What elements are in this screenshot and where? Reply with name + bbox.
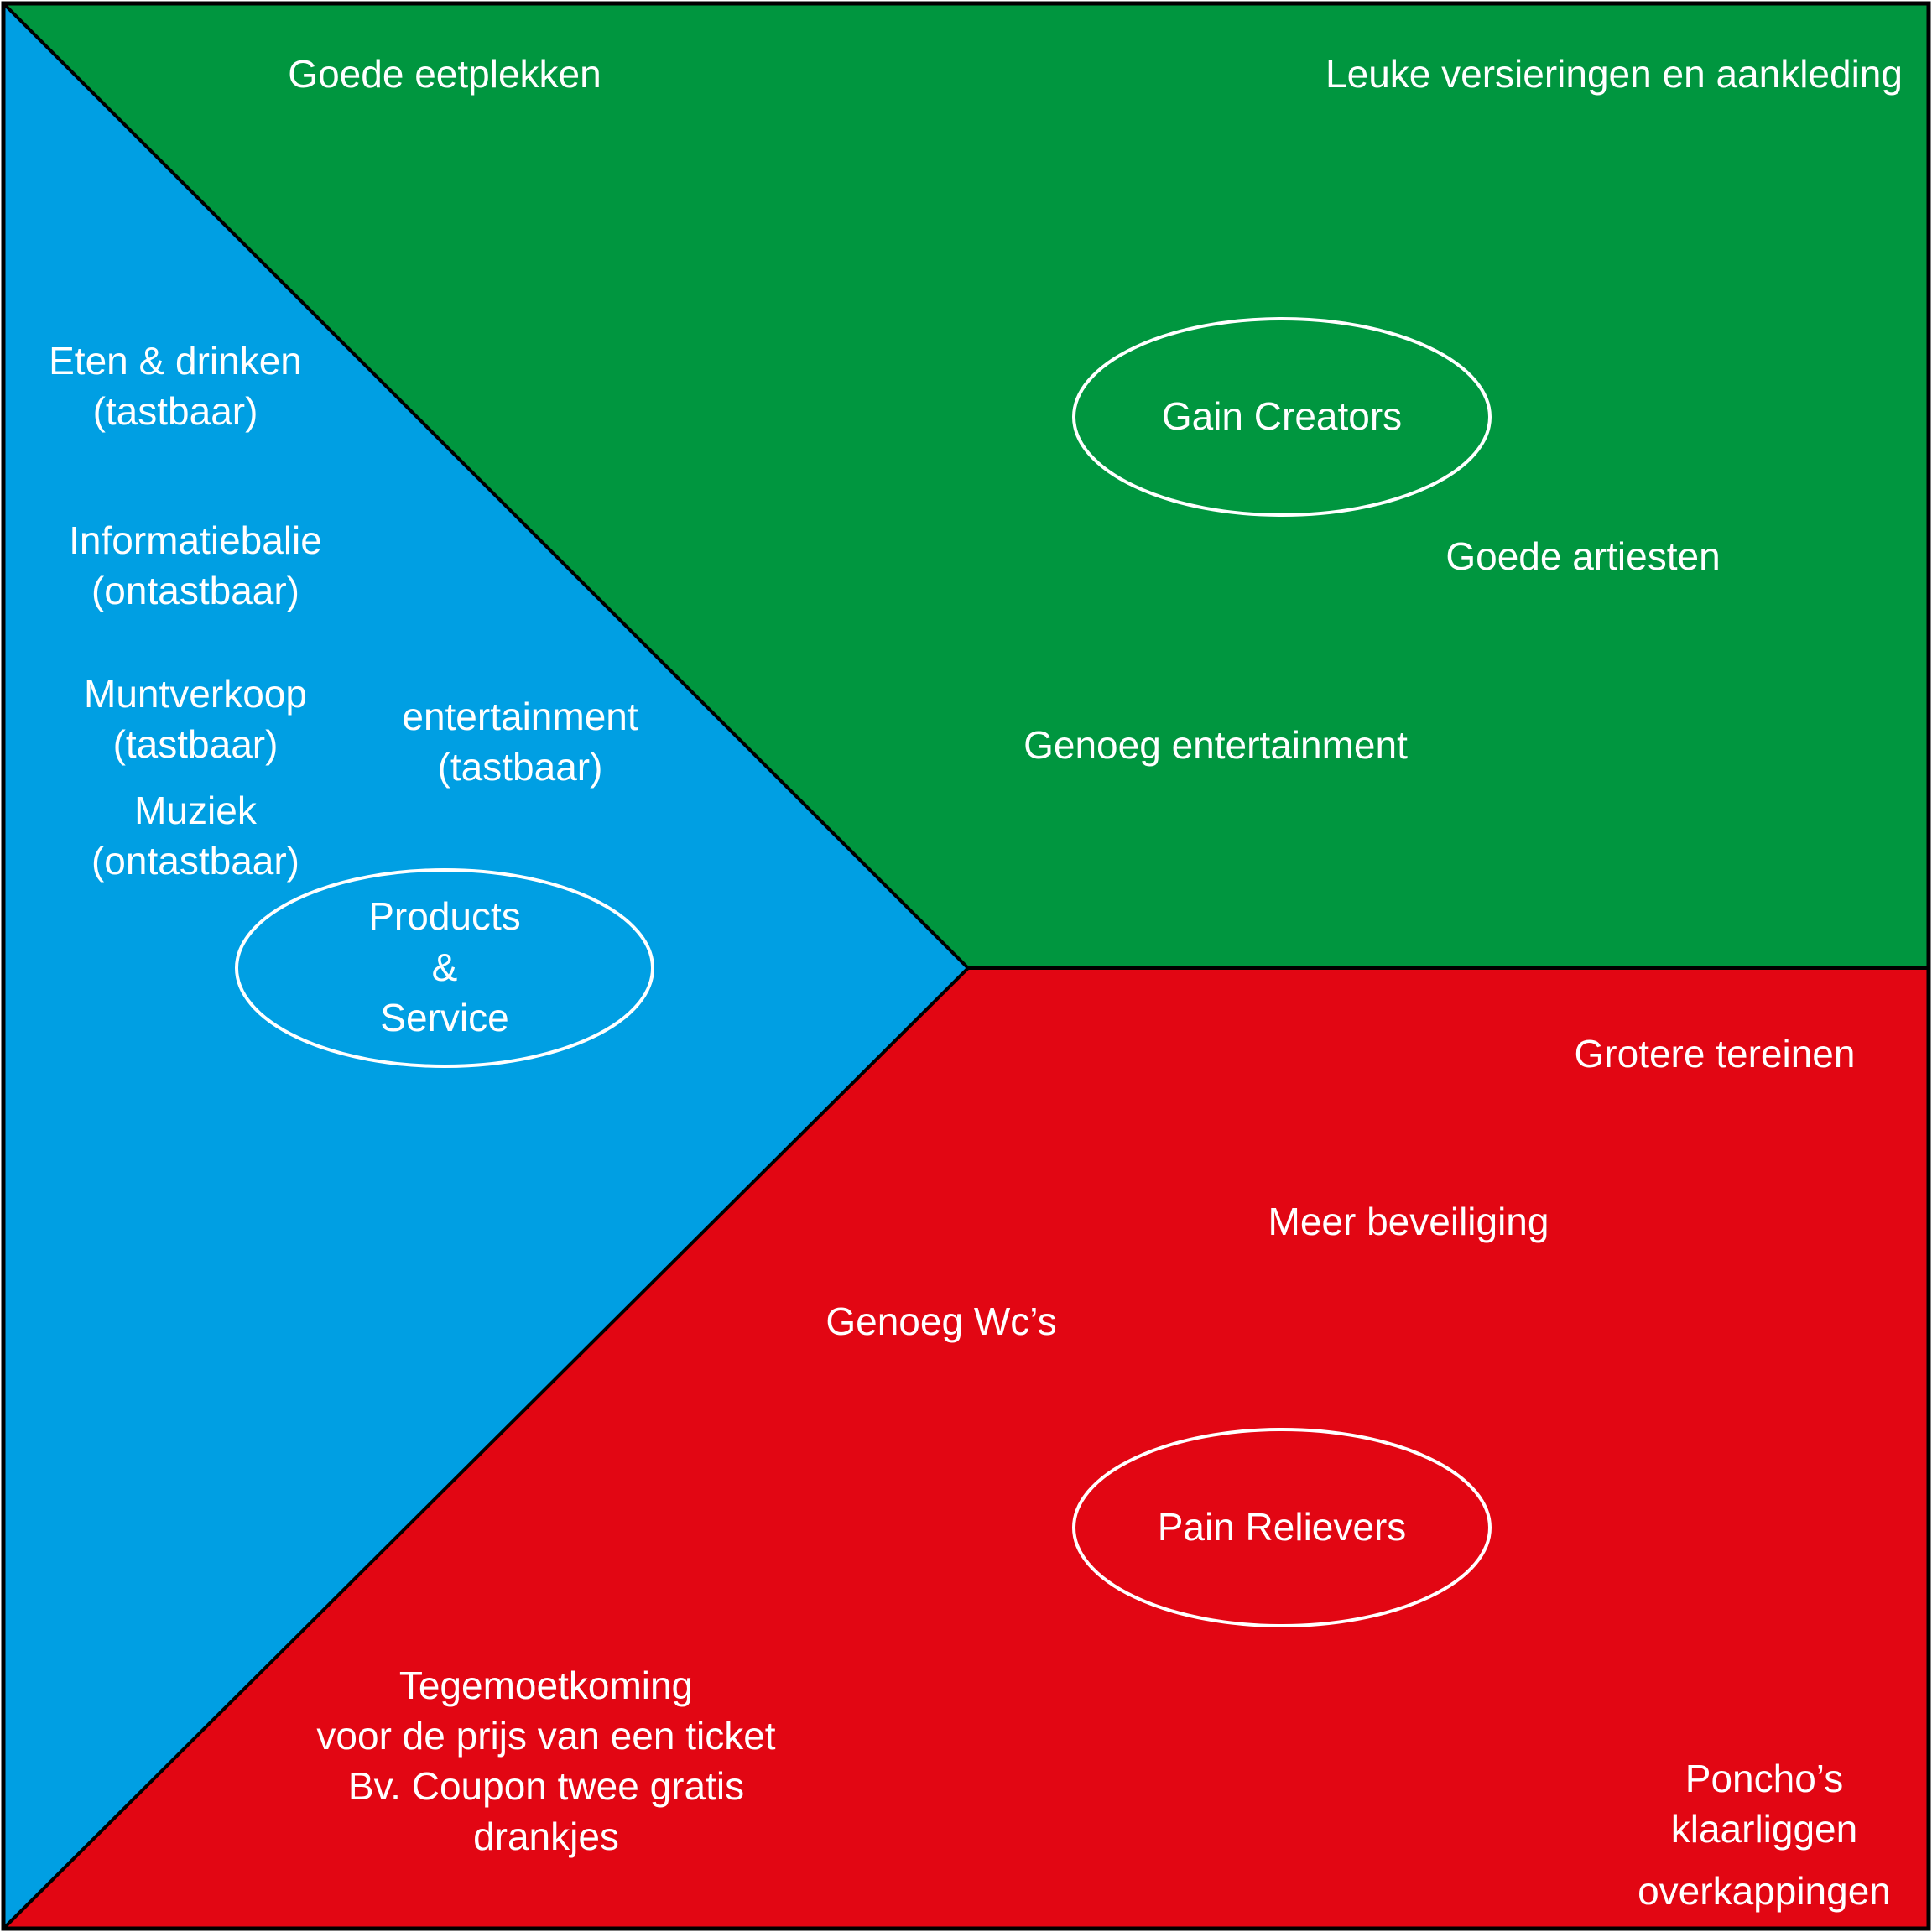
gain-item: Goede eetplekken [288,52,601,96]
gain-item: Leuke versieringen en aankleding [1325,52,1903,96]
divider-diagonal-top [3,3,970,970]
pain-item-line: drankjes [473,1815,619,1858]
products-services-region [4,4,968,1928]
product-item-line: Muntverkoop [84,672,307,716]
product-item-line: (tastbaar) [438,745,603,789]
products-services-title-line: & [432,945,458,989]
product-item-line: (tastbaar) [93,389,258,433]
pain-item: Poncho’s klaarliggen [1671,1757,1857,1851]
product-item-line: Eten & drinken [49,339,302,383]
product-item-line: entertainment [402,695,638,738]
pain-item-line: klaarliggen [1671,1807,1857,1851]
gain-item: Goede artiesten [1445,534,1720,578]
products-services-title-line: Service [380,996,508,1039]
pain-item-line: Grotere tereinen [1575,1032,1856,1075]
product-item: Informatiebalie (ontastbaar) [69,518,322,612]
products-services-ellipse [235,868,654,1068]
product-item: Eten & drinken (tastbaar) [49,339,302,433]
pain-item-line: Genoeg Wc’s [825,1299,1056,1343]
pain-item-line: voor de prijs van een ticket [316,1714,775,1758]
pain-item-line: overkappingen [1638,1869,1891,1913]
product-item: entertainment (tastbaar) [402,695,638,789]
product-item-line: (ontastbaar) [91,569,299,612]
product-item-line: Muziek [134,789,258,832]
divider-diagonal-bottom [3,966,970,1929]
pain-item-line: Bv. Coupon twee gratis [348,1764,744,1808]
product-item-line: (ontastbaar) [91,839,299,883]
gain-creators-region [4,4,1928,968]
pain-item: overkappingen [1638,1869,1891,1913]
gain-creators-title: Gain Creators [1162,394,1402,438]
pain-item: Grotere tereinen [1575,1032,1856,1075]
pain-item: Meer beveiliging [1268,1200,1549,1243]
product-item: Muntverkoop (tastbaar) [84,672,307,766]
pain-item-line: Poncho’s [1685,1757,1843,1800]
product-item: Muziek (ontastbaar) [91,789,299,883]
pain-relievers-ellipse [1072,1428,1492,1627]
pain-relievers-region [4,968,1928,1928]
gain-item: Genoeg entertainment [1023,723,1408,767]
product-item-line: (tastbaar) [113,722,279,766]
pain-relievers-title: Pain Relievers [1158,1505,1407,1549]
product-item-line: Informatiebalie [69,518,322,562]
pain-item: Tegemoetkoming voor de prijs van een tic… [316,1664,775,1858]
pain-item-line: Tegemoetkoming [399,1664,693,1707]
pain-item-line: Meer beveiliging [1268,1200,1549,1243]
gain-creators-ellipse [1072,317,1492,517]
products-services-title-line: Products [368,894,521,938]
pain-item: Genoeg Wc’s [825,1299,1056,1343]
